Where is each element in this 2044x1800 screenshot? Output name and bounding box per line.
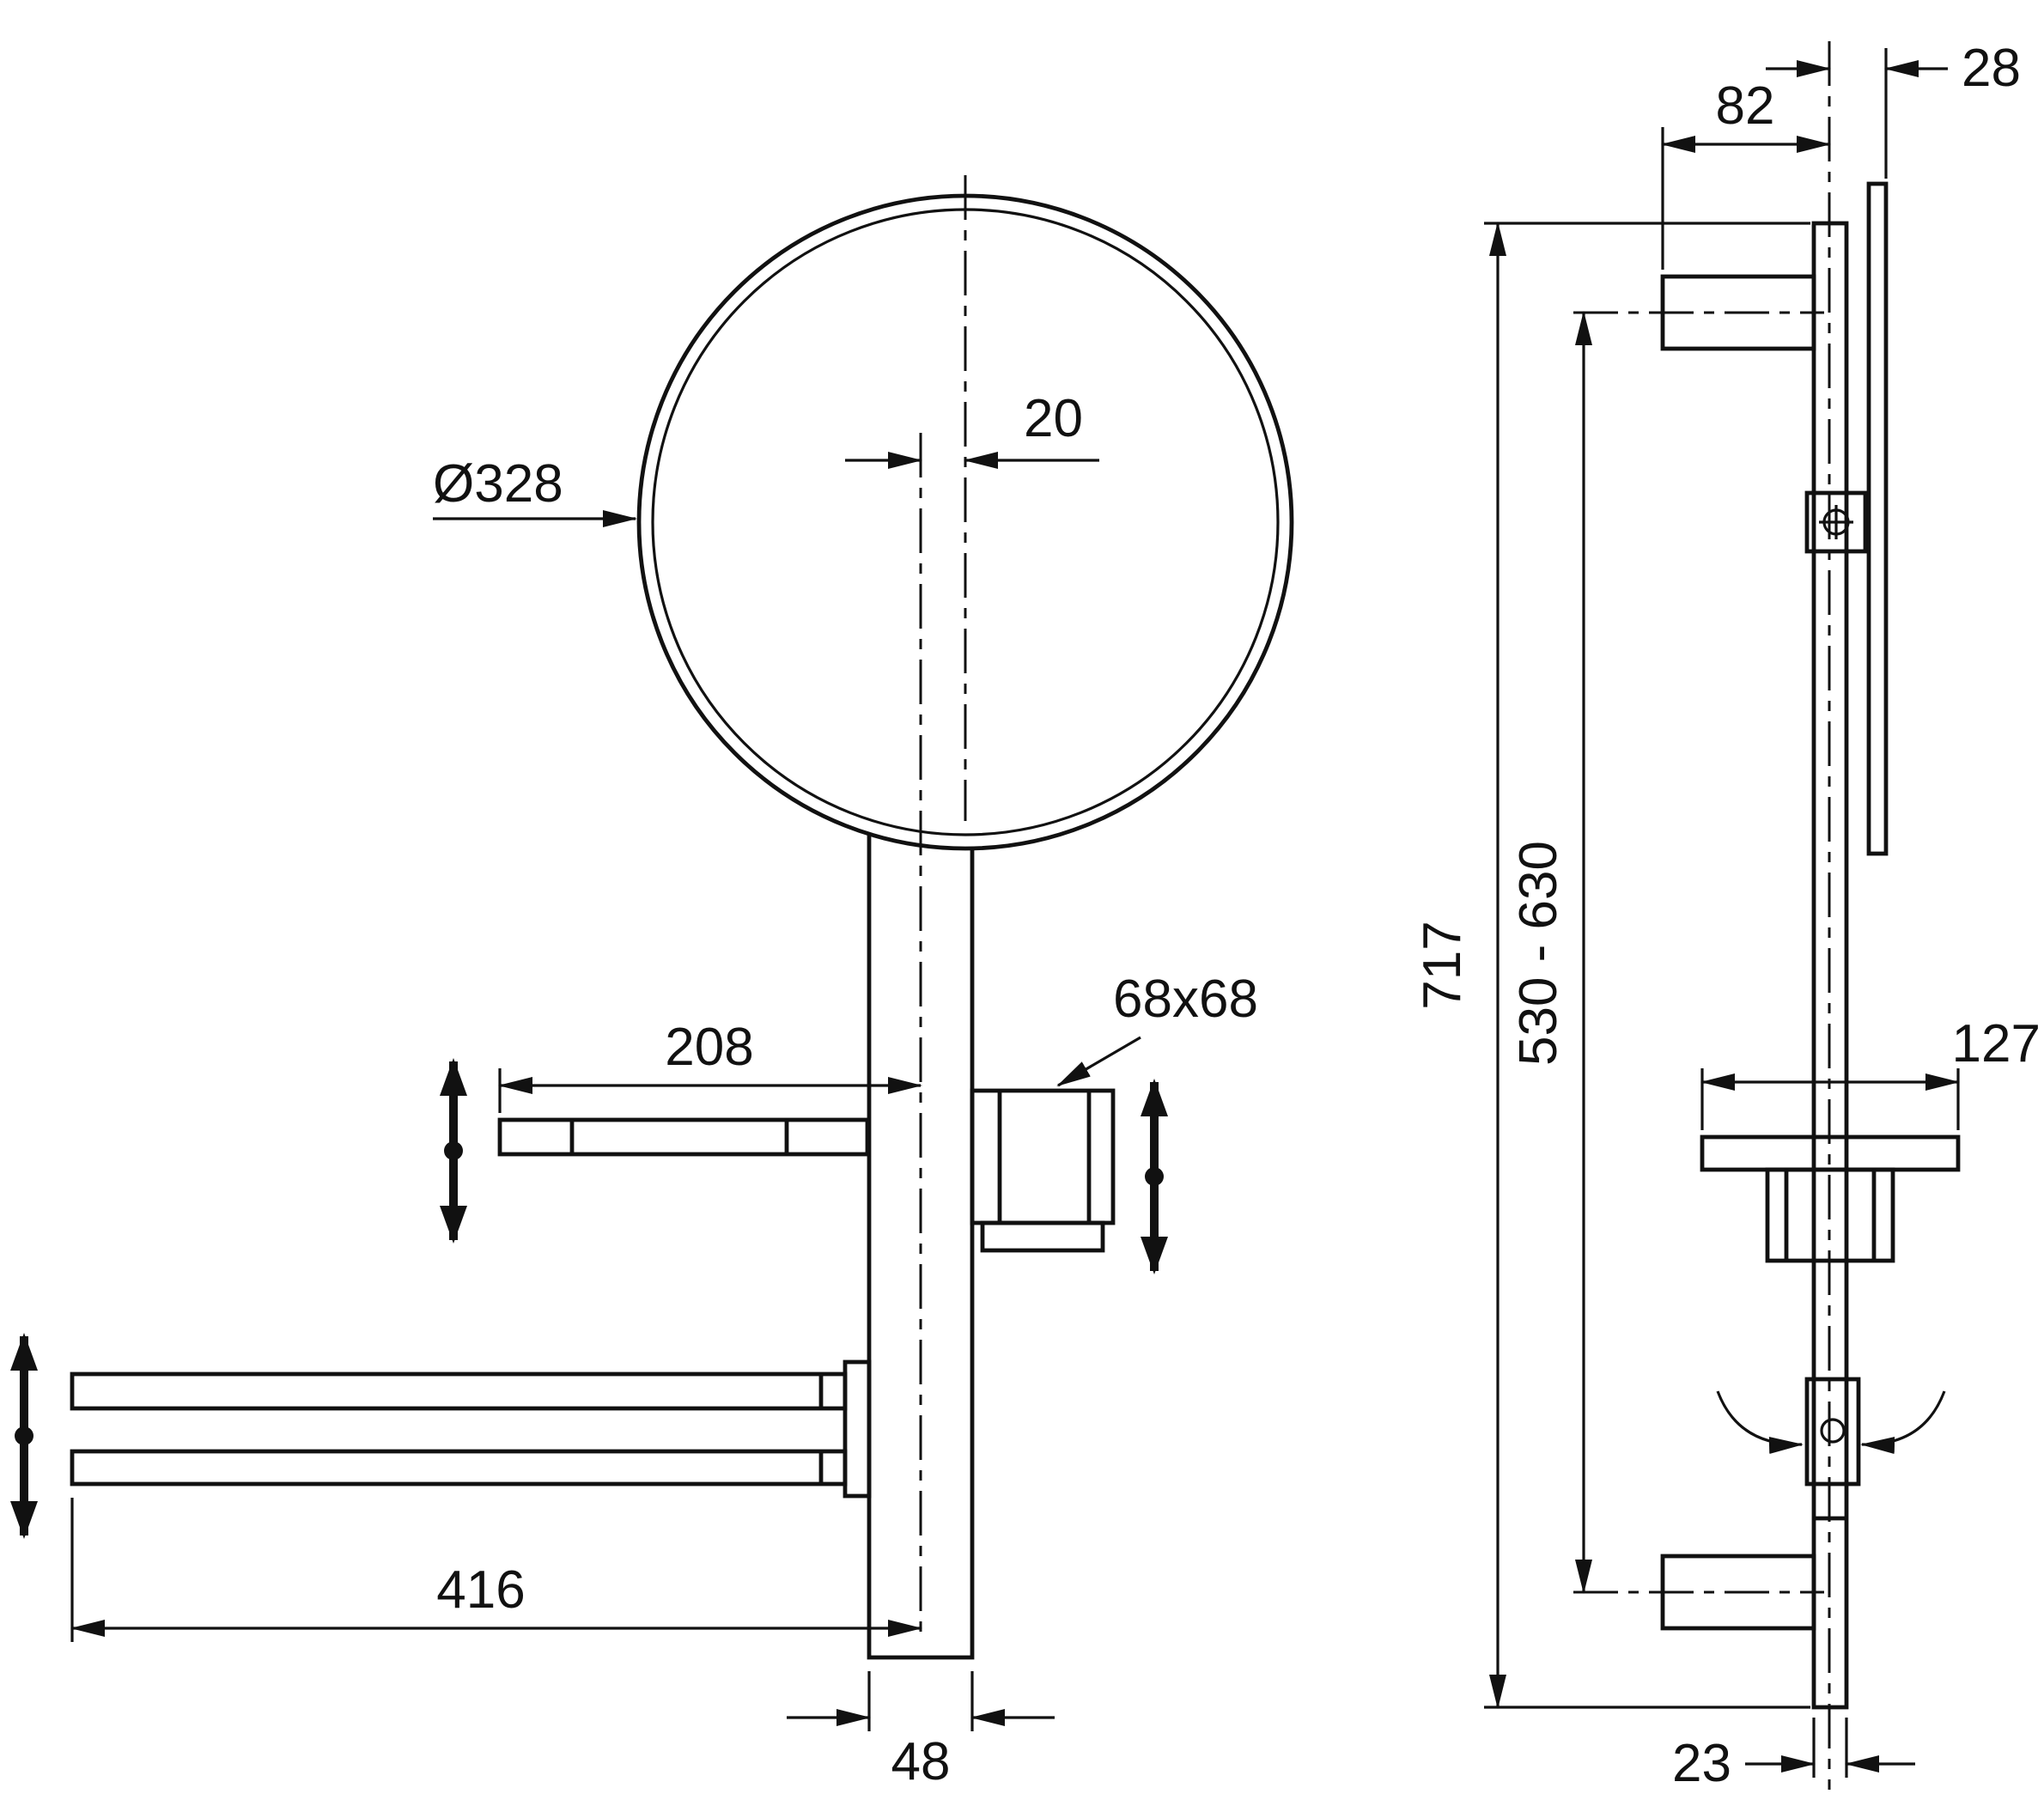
dim-post-width: 48 <box>787 1671 1055 1791</box>
dim-cup-size-label: 68x68 <box>1113 970 1258 1029</box>
shelf-front <box>497 1117 870 1157</box>
dim-mirror-gap-label: 28 <box>1962 39 2021 98</box>
dim-bracket-depth-label: 82 <box>1716 76 1775 136</box>
dim-total-height-label: 717 <box>1413 921 1472 1009</box>
dim-mount-range-label: 530 - 630 <box>1509 841 1568 1066</box>
dim-shelf-width-label: 208 <box>665 1018 753 1077</box>
dim-post-width-label: 48 <box>891 1732 951 1791</box>
dim-bar-length-label: 416 <box>436 1560 525 1620</box>
dim-mirror-diameter-label: Ø328 <box>433 454 563 514</box>
dim-total-height: 717 <box>1413 222 1810 1709</box>
towel-bars-front <box>70 1359 872 1499</box>
front-view-group: Ø328 20 208 68x68 416 <box>10 175 1294 1791</box>
cup-adjust-arrow <box>1141 1079 1168 1274</box>
swivel-arrows <box>1716 1390 1946 1455</box>
dim-shelf-depth-label: 127 <box>1952 1014 2041 1073</box>
dim-center-offset: 20 <box>845 389 1099 469</box>
towel-bar-adjust-arrow <box>10 1333 39 1539</box>
dim-post-depth: 23 <box>1672 1718 1915 1793</box>
dim-bracket-depth: 82 <box>1661 76 1831 270</box>
dim-post-depth-label: 23 <box>1672 1734 1731 1793</box>
swivel-block <box>1804 1377 1861 1487</box>
cup-holder-front <box>970 1088 1116 1253</box>
dim-shelf-width: 208 <box>498 1018 922 1113</box>
dim-mirror-diameter: Ø328 <box>433 454 637 527</box>
dim-mirror-gap: 28 <box>1766 39 2021 179</box>
side-view-group: 28 82 717 530 - 630 127 <box>1413 39 2041 1793</box>
dim-bar-length: 416 <box>70 1498 922 1642</box>
dim-cup-size: 68x68 <box>1056 970 1258 1087</box>
mirror-clamp <box>1804 490 1868 554</box>
mirror-side <box>1866 181 1889 856</box>
shelf-adjust-arrow <box>440 1058 467 1244</box>
dim-shelf-depth: 127 <box>1700 1014 2041 1130</box>
dim-center-offset-label: 20 <box>1024 389 1083 448</box>
dim-mount-range: 530 - 630 <box>1509 311 1592 1594</box>
